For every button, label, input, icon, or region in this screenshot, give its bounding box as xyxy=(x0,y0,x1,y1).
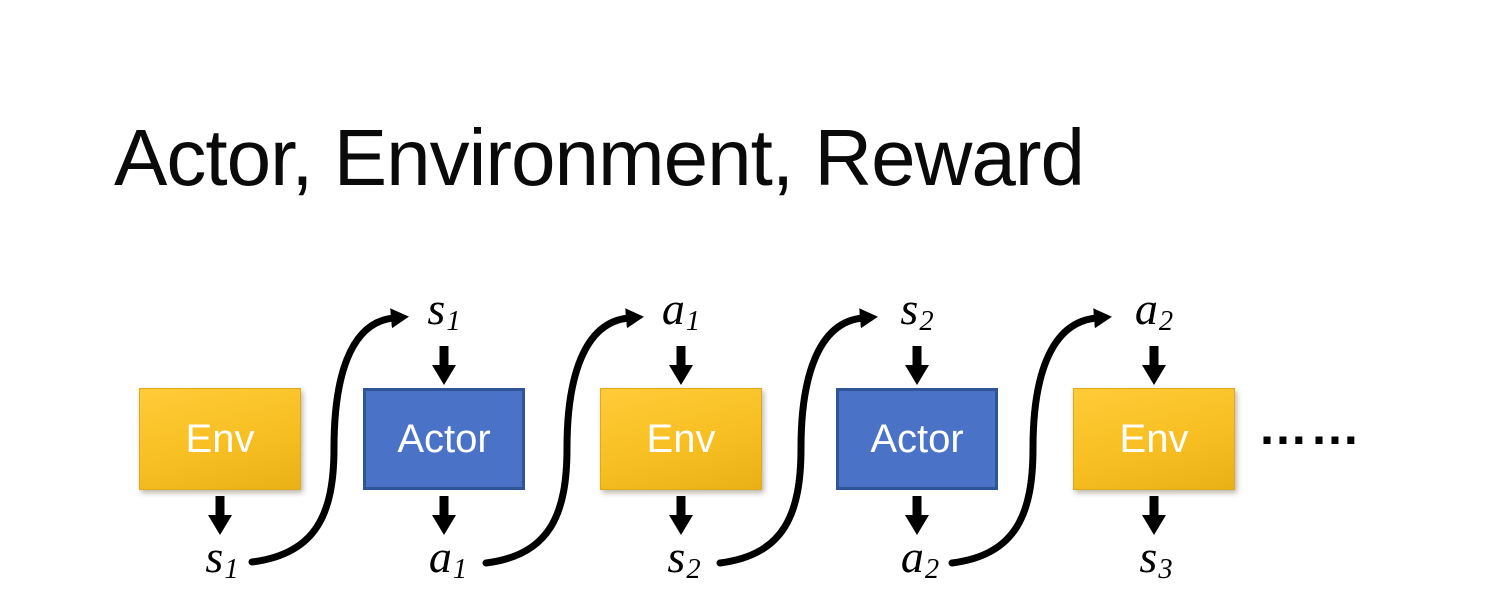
env-box-3: Env xyxy=(1073,388,1235,490)
env-box-2-label: Env xyxy=(646,416,716,461)
bottom-label-a2: a2 xyxy=(900,531,940,586)
top-label-a1: a1 xyxy=(661,283,701,338)
bottom-label-s2: s2 xyxy=(667,531,701,586)
env-box-1: Env xyxy=(139,388,301,490)
env-box-2: Env xyxy=(600,388,762,490)
curved-arrow-s1 xyxy=(248,308,409,566)
actor-box-2: Actor xyxy=(836,388,998,490)
actor-box-1-label: Actor xyxy=(397,416,491,461)
env-box-1-label: Env xyxy=(185,416,255,461)
curved-arrow-a2 xyxy=(948,308,1112,567)
actor-box-1: Actor xyxy=(363,388,525,490)
top-label-s1: s1 xyxy=(427,283,461,338)
bottom-label-s1: s1 xyxy=(205,531,239,586)
top-label-s2: s2 xyxy=(900,283,934,338)
bottom-label-s3: s3 xyxy=(1139,531,1173,586)
top-label-a2: a2 xyxy=(1134,283,1174,338)
bottom-label-a1: a1 xyxy=(428,531,468,586)
env-box-3-label: Env xyxy=(1119,416,1189,461)
curved-arrow-a1 xyxy=(482,308,644,567)
continuation-ellipsis: …… xyxy=(1258,399,1362,455)
curved-arrow-s2 xyxy=(716,308,878,567)
slide-title: Actor, Environment, Reward xyxy=(114,113,1085,202)
actor-box-2-label: Actor xyxy=(870,416,964,461)
